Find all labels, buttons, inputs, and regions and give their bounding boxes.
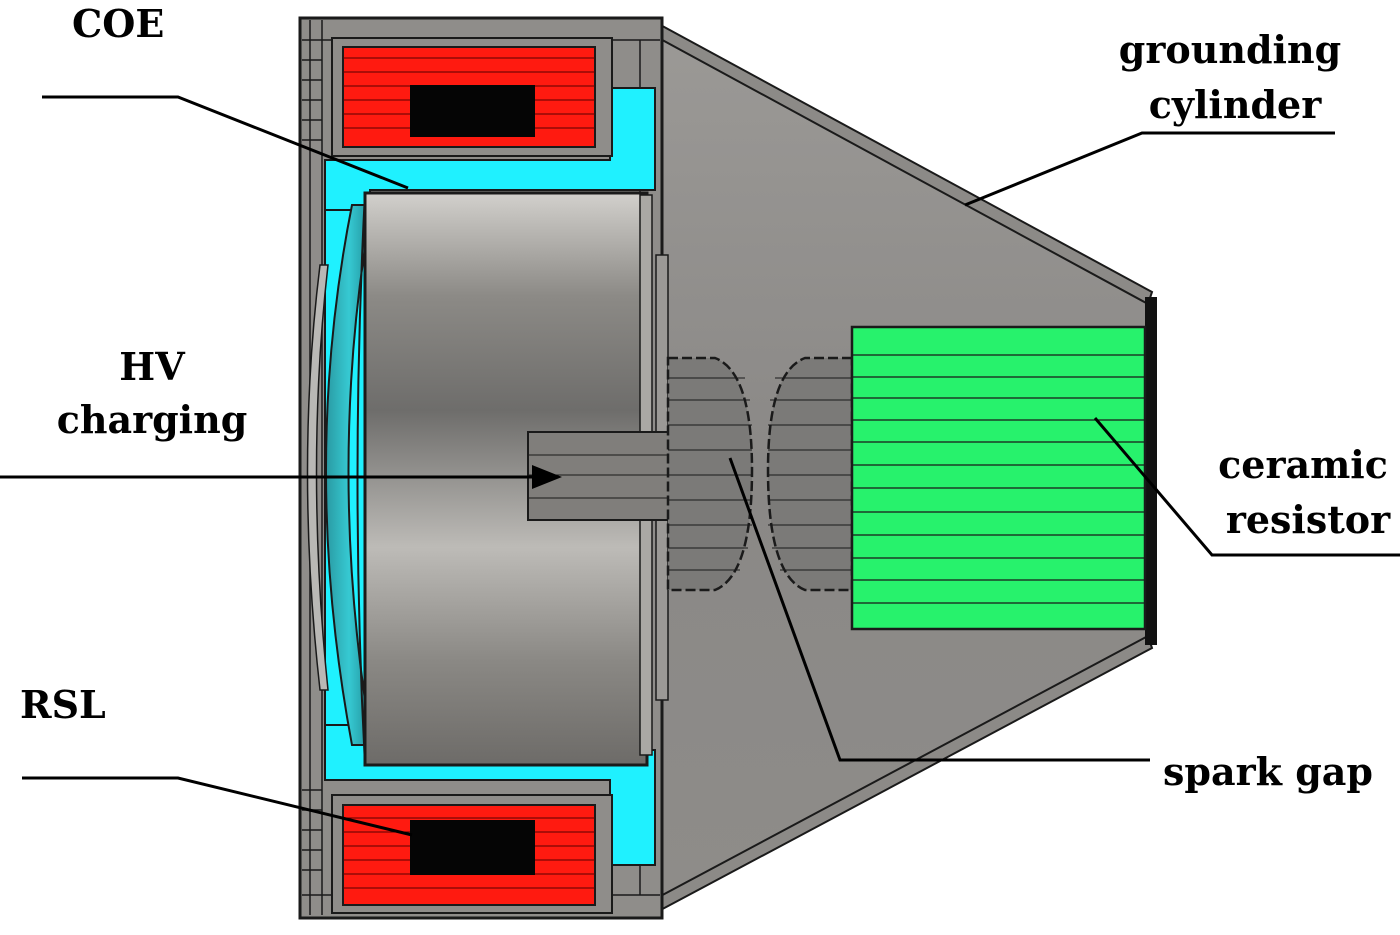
label-charging: charging	[57, 397, 248, 442]
spark-gap-electrodes	[666, 356, 854, 592]
label-grounding: grounding	[1119, 27, 1341, 72]
label-resistor: resistor	[1226, 497, 1391, 542]
rsl-leader	[22, 776, 413, 837]
rsl-top	[331, 37, 613, 157]
label-spark-gap: spark gap	[1163, 749, 1373, 794]
spark-gap-leader	[728, 457, 1150, 762]
rsl-bottom	[331, 794, 613, 914]
label-coe: COE	[72, 1, 164, 46]
grounding-leader	[964, 131, 1335, 207]
ceramic-resistor	[850, 325, 1147, 631]
label-cylinder: cylinder	[1149, 82, 1322, 127]
label-rsl: RSL	[20, 682, 106, 727]
left-convex-shell	[306, 264, 329, 691]
label-hv: HV	[119, 344, 186, 389]
leader-lines	[0, 95, 1400, 837]
label-ceramic: ceramic	[1218, 442, 1388, 487]
ceramic-leader	[1093, 417, 1400, 557]
arrow-head-icon	[532, 465, 562, 489]
coe-leader	[42, 95, 409, 190]
